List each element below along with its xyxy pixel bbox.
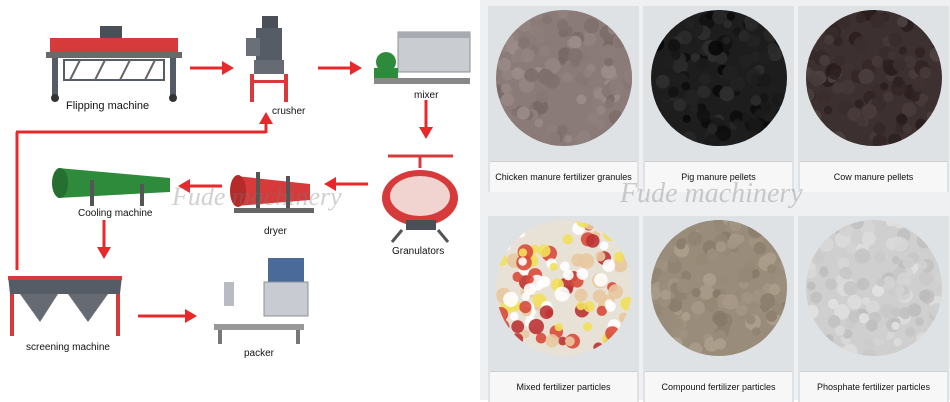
cooling-machine-label: Cooling machine xyxy=(78,208,153,219)
arrow-granulators-to-dryer xyxy=(324,177,368,191)
product-caption: Pig manure pellets xyxy=(645,161,792,192)
product-panel: Pig manure pellets xyxy=(643,6,794,192)
product-caption: Cow manure pellets xyxy=(800,161,947,192)
return-line-screening-to-crusher xyxy=(15,112,273,270)
screening-machine-illustration xyxy=(8,276,122,336)
product-samples-grid: Chicken manure fertilizer granules Pig ma… xyxy=(480,0,950,402)
arrow-screening-to-packer xyxy=(138,309,197,323)
flipping-machine-illustration xyxy=(46,26,182,102)
arrow-crusher-to-mixer xyxy=(318,61,362,75)
granulators-label: Granulators xyxy=(392,246,445,257)
product-sample-image xyxy=(496,10,632,146)
product-panel: Chicken manure fertilizer granules xyxy=(488,6,639,192)
process-flow-diagram: Flipping machine crusher mixer xyxy=(8,16,471,359)
product-caption: Phosphate fertilizer particles xyxy=(800,371,947,402)
product-panel: Compound fertilizer particles xyxy=(643,216,794,402)
granulator-illustration xyxy=(382,154,458,243)
cooling-machine-illustration xyxy=(52,168,170,206)
product-caption: Compound fertilizer particles xyxy=(645,371,792,402)
packer-illustration xyxy=(214,258,309,344)
product-sample-image xyxy=(651,10,787,146)
dryer-illustration xyxy=(230,172,314,213)
product-sample-image xyxy=(651,220,787,356)
product-sample-image xyxy=(806,10,942,146)
arrow-flipping-to-crusher xyxy=(190,61,234,75)
product-sample-image xyxy=(496,220,632,356)
product-panel: Mixed fertilizer particles xyxy=(488,216,639,402)
product-panel: Cow manure pellets xyxy=(798,6,949,192)
mixer-illustration xyxy=(374,31,471,84)
dryer-label: dryer xyxy=(264,226,287,237)
arrow-mixer-to-granulators xyxy=(419,100,433,139)
flipping-machine-label: Flipping machine xyxy=(66,100,150,112)
watermark-right: Fude machinery xyxy=(620,178,803,209)
crusher-illustration xyxy=(246,16,288,102)
screening-machine-label: screening machine xyxy=(26,342,110,353)
product-sample-image xyxy=(806,220,942,356)
arrow-dryer-to-cooling xyxy=(178,179,222,193)
crusher-label: crusher xyxy=(272,106,306,117)
arrow-cooling-to-screening xyxy=(97,220,111,259)
product-panel: Phosphate fertilizer particles xyxy=(798,216,949,402)
product-caption: Mixed fertilizer particles xyxy=(490,371,637,402)
packer-label: packer xyxy=(244,348,275,359)
mixer-label: mixer xyxy=(414,90,439,101)
product-caption: Chicken manure fertilizer granules xyxy=(490,161,637,192)
watermark-left: Fude machinery xyxy=(172,182,342,211)
